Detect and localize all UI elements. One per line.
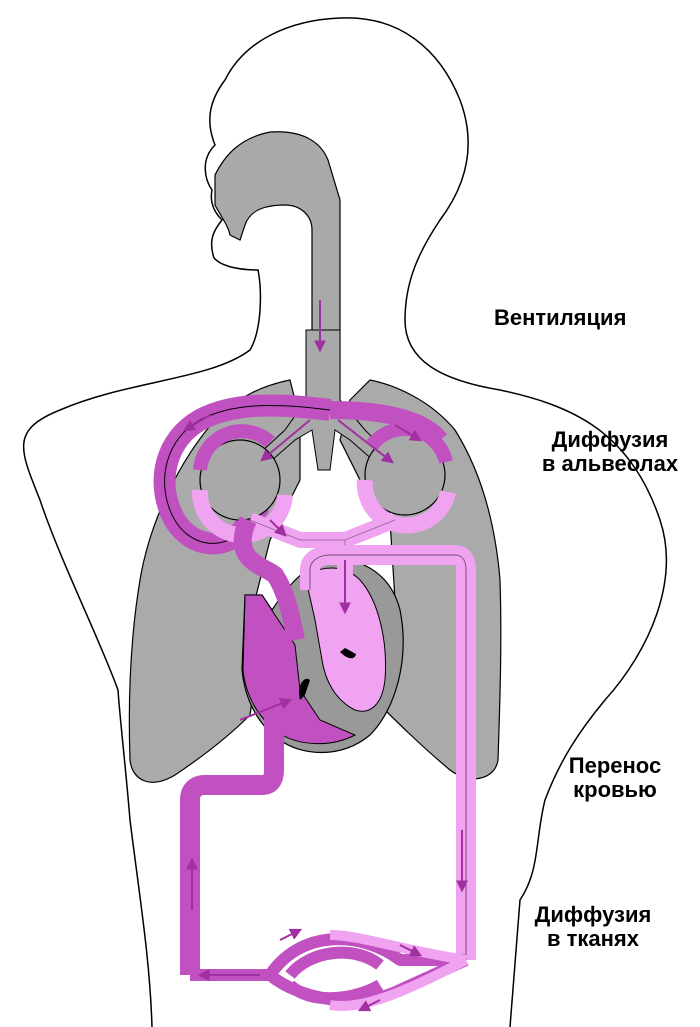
label-tissue-diffusion-line1: Диффузия xyxy=(518,903,668,927)
label-alveolar-diffusion: Диффузия в альвеолах xyxy=(522,428,698,476)
label-alveolar-diffusion-line1: Диффузия xyxy=(522,428,698,452)
body-outline xyxy=(24,18,667,1027)
label-blood-transport: Перенос кровью xyxy=(551,754,679,802)
label-alveolar-diffusion-line2: в альвеолах xyxy=(522,452,698,476)
label-blood-transport-line1: Перенос xyxy=(551,754,679,778)
label-blood-transport-line2: кровью xyxy=(551,778,679,802)
label-tissue-diffusion: Диффузия в тканях xyxy=(518,903,668,951)
label-tissue-diffusion-line2: в тканях xyxy=(518,927,668,951)
label-ventilation: Вентиляция xyxy=(494,306,626,330)
